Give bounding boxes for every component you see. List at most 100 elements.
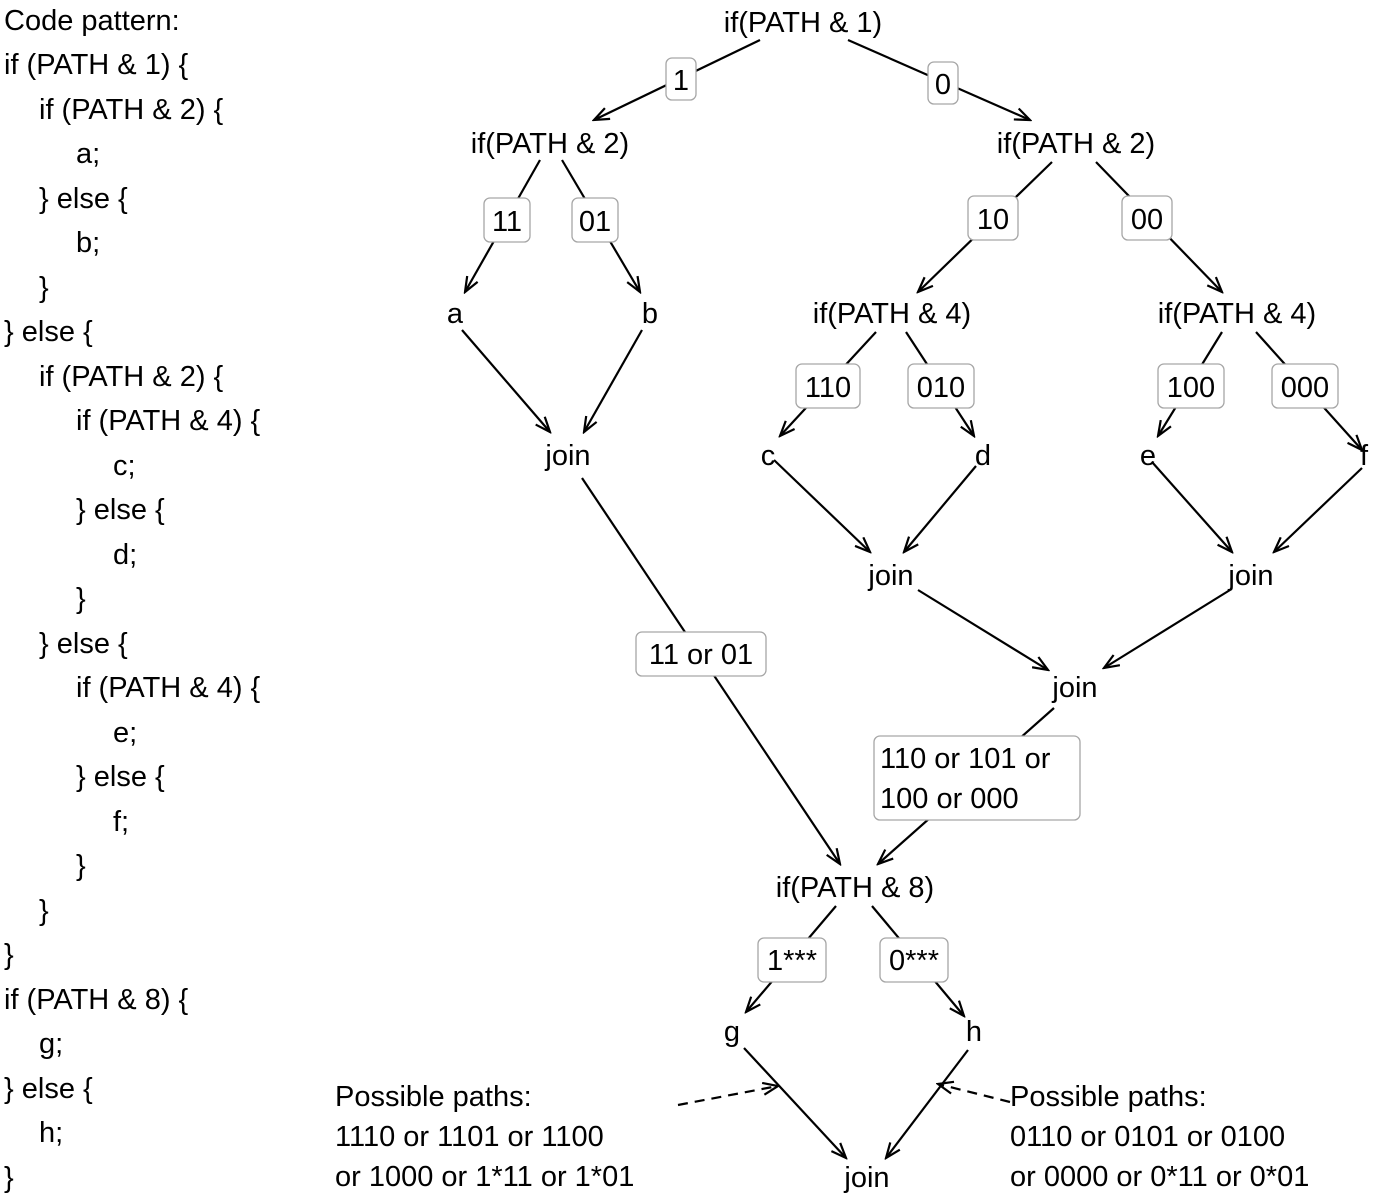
edge-c-to-join [773,459,870,552]
svg-text:01: 01 [579,206,611,238]
code-line: } [76,583,86,615]
edge-join-cd-to-join [917,589,1048,670]
annotation-left-line2: or 1000 or 1*11 or 1*01 [335,1161,635,1193]
code-line: } else { [4,1073,93,1105]
code-line: f; [113,806,130,838]
code-line: } else { [4,316,93,348]
svg-text:1***: 1*** [767,945,817,977]
code-line: } [39,895,49,927]
code-line: } else { [39,628,128,660]
node-right-if: if(PATH & 2) [997,128,1155,160]
edge-b-to-join [584,329,643,432]
edge-f-to-join [1274,467,1363,552]
edges [461,38,1363,1158]
svg-text:11 or 01: 11 or 01 [649,639,753,671]
svg-text:1: 1 [673,65,689,97]
code-line: if (PATH & 2) { [39,94,224,126]
node-c: c [761,440,776,472]
code-line: } [76,850,86,882]
code-line: c; [113,450,136,482]
annotation-right-line2: or 0000 or 0*11 or 0*01 [1010,1161,1310,1193]
svg-text:010: 010 [917,372,965,404]
node-f: f [1360,440,1369,472]
edge-d-to-join [904,465,977,552]
node-join-cdef: join [1051,672,1097,704]
edge-g-to-join [743,1047,846,1158]
code-line: a; [76,138,101,170]
annotation-left-title: Possible paths: [335,1081,532,1113]
edge-labels: 1 0 11 01 10 00 110 010 [483,57,1339,983]
node-a: a [447,298,464,330]
svg-text:110 or 101 or: 110 or 101 or [880,743,1051,775]
node-join-final: join [843,1162,889,1194]
svg-text:0***: 0*** [889,945,939,977]
dashed-pointer-left [677,1086,778,1107]
annotation-left-line1: 1110 or 1101 or 1100 [335,1121,604,1153]
node-if4-right: if(PATH & 4) [1158,298,1316,330]
code-line: if (PATH & 1) { [4,49,189,81]
code-line: d; [113,539,138,571]
dashed-pointer-right [938,1084,1011,1104]
code-line: if (PATH & 8) { [4,984,189,1016]
svg-text:000: 000 [1281,372,1329,404]
node-join-ef: join [1227,560,1273,592]
svg-text:100: 100 [1167,372,1215,404]
svg-text:11: 11 [492,206,522,238]
code-line: if (PATH & 4) { [76,405,261,437]
edge-label-1: 1 [665,57,697,101]
edge-label-11: 11 [483,197,531,243]
node-b: b [642,298,658,330]
annotation-right-line1: 0110 or 0101 or 0100 [1010,1121,1286,1153]
edge-label-1-star: 1*** [757,937,827,983]
edge-label-11-or-01: 11 or 01 [635,631,767,677]
edge-label-10: 10 [967,195,1019,241]
node-join-cd: join [867,560,913,592]
annotation-right: Possible paths: 0110 or 0101 or 0100 or … [1010,1077,1309,1197]
edge-a-to-join [461,329,550,432]
svg-text:110: 110 [805,372,851,404]
node-h: h [966,1016,982,1048]
code-line: g; [39,1028,64,1060]
code-line: } else { [76,494,165,526]
node-if8: if(PATH & 8) [776,872,934,904]
code-line: } [4,1162,14,1194]
code-line: b; [76,227,101,259]
annotation-left: Possible paths: 1110 or 1101 or 1100 or … [335,1077,634,1197]
node-d: d [975,440,991,472]
node-root: if(PATH & 1) [724,7,882,39]
edge-label-0-star: 0*** [879,937,949,983]
edge-label-010: 010 [907,363,975,409]
annotation-right-title: Possible paths: [1010,1081,1207,1113]
code-line: if (PATH & 2) { [39,361,224,393]
edge-label-0: 0 [927,61,959,105]
svg-text:00: 00 [1131,204,1163,236]
edge-label-00: 00 [1121,195,1173,241]
code-line: Code pattern: [4,5,180,37]
edge-label-01: 01 [571,197,619,243]
edge-label-100: 100 [1157,363,1225,409]
node-left-if: if(PATH & 2) [471,128,629,160]
code-listing: Code pattern: if (PATH & 1) { if (PATH &… [0,0,330,1198]
edge-e-to-join [1151,461,1232,552]
node-join-ab: join [544,440,590,472]
edge-label-join-paths: 110 or 101 or 100 or 000 [873,735,1081,821]
code-line: } [39,272,49,304]
svg-text:10: 10 [977,204,1009,236]
node-if4-left: if(PATH & 4) [813,298,971,330]
edge-h-to-join [886,1049,969,1158]
edge-label-000: 000 [1271,363,1339,409]
code-line: h; [39,1117,64,1149]
edge-join-ef-to-join [1104,589,1231,668]
svg-text:0: 0 [935,69,951,101]
code-line: } else { [39,183,128,215]
code-line: } else { [76,761,165,793]
node-e: e [1140,440,1156,472]
code-line: } [4,939,14,971]
code-line: e; [113,717,138,749]
svg-text:100 or 000: 100 or 000 [880,783,1019,815]
node-g: g [724,1016,740,1048]
nodes: if(PATH & 1) if(PATH & 2) if(PATH & 2) a… [447,7,1369,1194]
code-line: if (PATH & 4) { [76,672,261,704]
edge-label-110: 110 [795,363,861,409]
